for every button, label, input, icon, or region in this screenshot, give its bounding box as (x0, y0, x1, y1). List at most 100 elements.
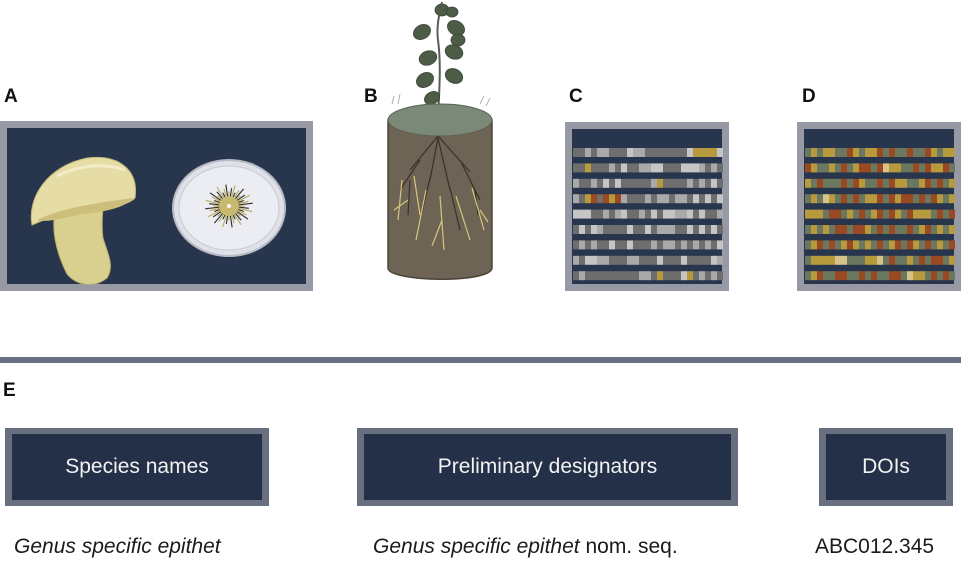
barcode-cell (949, 194, 955, 204)
barcode-cell (579, 255, 585, 265)
barcode-cell (877, 271, 883, 281)
barcode-cell (937, 240, 943, 250)
barcode-cell (639, 255, 645, 265)
barcode-cell (853, 240, 859, 250)
barcode-cell (675, 148, 681, 157)
barcode-cell (573, 194, 579, 204)
barcode-cell (657, 148, 663, 157)
barcode-cell (717, 255, 723, 265)
barcode-cell (645, 163, 651, 173)
barcode-cell (901, 194, 907, 204)
barcode-cell (859, 225, 865, 234)
barcode-cell (943, 209, 949, 219)
barcode-cell (687, 255, 693, 265)
barcode-cell (847, 163, 853, 173)
barcode-cell (675, 178, 681, 188)
barcode-cell (919, 178, 925, 188)
barcode-cell (817, 148, 823, 157)
barcode-cell (889, 209, 895, 219)
barcode-cell (651, 163, 657, 173)
barcode-cell (865, 225, 871, 234)
barcode-cell (919, 255, 925, 265)
barcode-cell (609, 240, 615, 250)
barcode-cell (675, 271, 681, 281)
panel-label-c: C (569, 86, 583, 107)
barcode-cell (835, 271, 841, 281)
preliminary-designators-label: Preliminary designators (364, 434, 731, 500)
barcode-cell (937, 225, 943, 234)
barcode-cell (823, 148, 829, 157)
barcode-cell (817, 163, 823, 173)
barcode-cell (835, 163, 841, 173)
barcode-cell (615, 271, 621, 281)
barcode-cell (627, 194, 633, 204)
barcode-cell (597, 225, 603, 234)
barcode-cell (609, 255, 615, 265)
barcode-cell (705, 271, 711, 281)
barcode-cell (627, 209, 633, 219)
barcode-cell (913, 209, 919, 219)
barcode-cell (913, 255, 919, 265)
barcode-cell (949, 255, 955, 265)
barcode-cell (657, 194, 663, 204)
barcode-cell (705, 194, 711, 204)
barcode-cell (663, 163, 669, 173)
barcode-cell (705, 255, 711, 265)
barcode-cell (711, 178, 717, 188)
barcode-cell (859, 209, 865, 219)
barcode-cell (651, 194, 657, 204)
barcode-cell (621, 148, 627, 157)
barcode-cell (675, 225, 681, 234)
barcode-cell (657, 255, 663, 265)
barcode-cell (717, 271, 723, 281)
barcode-cell (847, 178, 853, 188)
barcode-cell (883, 209, 889, 219)
barcode-cell (901, 255, 907, 265)
barcode-cell (687, 225, 693, 234)
species-names-box: Species names (5, 428, 269, 506)
barcode-cell (925, 240, 931, 250)
barcode-cell (865, 194, 871, 204)
barcode-cell (883, 271, 889, 281)
barcode-cell (711, 194, 717, 204)
barcode-cell (687, 163, 693, 173)
barcode-cell (919, 194, 925, 204)
barcode-cell (859, 240, 865, 250)
barcode-cell (597, 178, 603, 188)
barcode-cell (669, 240, 675, 250)
barcode-cell (627, 240, 633, 250)
barcode-cell (817, 271, 823, 281)
barcode-cell (871, 194, 877, 204)
barcode-cell (841, 163, 847, 173)
barcode-cell (907, 209, 913, 219)
barcode-cell (865, 271, 871, 281)
barcode-cell (663, 178, 669, 188)
barcode-cell (669, 271, 675, 281)
barcode-cell (603, 240, 609, 250)
barcode-cell (645, 240, 651, 250)
barcode-cell (913, 163, 919, 173)
panel-label-a: A (4, 86, 18, 107)
barcode-cell (805, 163, 811, 173)
barcode-cell (943, 148, 949, 157)
barcode-cell (621, 225, 627, 234)
barcode-cell (901, 240, 907, 250)
barcode-cell (585, 271, 591, 281)
barcode-cell (949, 178, 955, 188)
barcode-cell (847, 209, 853, 219)
barcode-cell (687, 271, 693, 281)
barcode-cell (693, 255, 699, 265)
barcode-cell (847, 271, 853, 281)
barcode-cell (705, 148, 711, 157)
barcode-cell (657, 225, 663, 234)
barcode-cell (591, 148, 597, 157)
barcode-cell (657, 178, 663, 188)
barcode-cell (931, 148, 937, 157)
barcode-cell (853, 271, 859, 281)
barcode-cell (889, 271, 895, 281)
barcode-cell (585, 255, 591, 265)
barcode-cell (579, 209, 585, 219)
fungal-colony-icon (205, 184, 253, 228)
barcode-cell (693, 240, 699, 250)
barcode-cell (633, 163, 639, 173)
